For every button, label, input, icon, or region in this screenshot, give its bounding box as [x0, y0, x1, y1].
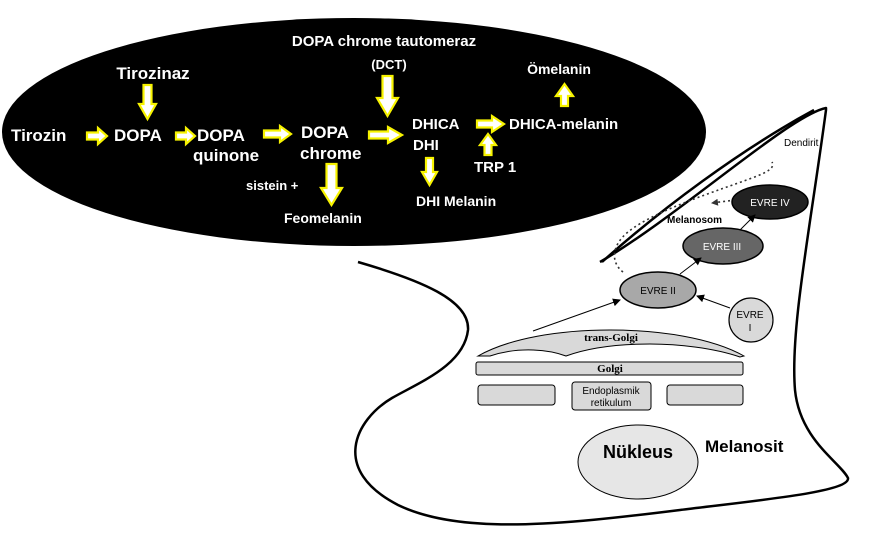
arrow-chrome-to-dhica — [367, 125, 405, 145]
dopa-chrome-label-line2: chrome — [300, 144, 361, 163]
arrow-tirozin-to-dopa — [85, 125, 109, 147]
er-left-box — [477, 384, 556, 406]
melanosome-transfer-arrow — [711, 198, 736, 206]
melanosome-dotted-path — [613, 161, 774, 273]
arrow-to-omelanin-up — [553, 82, 576, 108]
evre-ii-ellipse — [619, 271, 697, 309]
arrow-quinone-to-chrome — [262, 123, 293, 145]
er-label-line1: Endoplasmik — [582, 386, 640, 397]
arrow-dct-down — [375, 74, 400, 119]
evre-i-label-line1: EVRE — [736, 310, 764, 321]
dopa-quinone-label-line1: DOPA — [197, 126, 245, 145]
cell-membrane — [354, 106, 850, 526]
arrow-trp1-up — [477, 132, 499, 157]
evre-ii-label: EVRE II — [640, 286, 676, 297]
er-right-box — [666, 384, 744, 406]
evre-i-label-line2: I — [749, 323, 752, 334]
dopa-quinone-label-line2: quinone — [193, 146, 259, 165]
er-center-box — [571, 381, 652, 411]
dhica-melanin-label: DHICA-melanin — [509, 116, 618, 133]
arrow-dhica-to-melanin — [475, 113, 506, 135]
evre-iii-ellipse — [682, 227, 764, 265]
evre-iv-ellipse — [731, 184, 809, 220]
dhi-melanin-label: DHI Melanin — [416, 193, 496, 209]
arrow-evre-i-to-ii — [696, 294, 731, 309]
arrow-evre-iii-to-iv — [739, 214, 756, 231]
melanosom-label: Melanosom — [667, 215, 722, 226]
trans-golgi-shape — [476, 329, 746, 358]
dct-label-line1: DOPA chrome tautomeraz — [292, 33, 476, 50]
trp1-label: TRP 1 — [474, 159, 516, 176]
feomelanin-label: Feomelanin — [284, 210, 362, 226]
er-label-line2: retikulum — [591, 398, 632, 409]
evre-i-ellipse — [728, 297, 774, 343]
dhi-label: DHI — [413, 137, 439, 154]
dopa-chrome-label-line1: DOPA — [301, 123, 349, 142]
omelanin-label: Ömelanin — [527, 61, 591, 77]
nucleus-ellipse — [577, 424, 699, 500]
arrow-dhi-to-dhi-melanin — [420, 156, 439, 188]
dct-label-line2: (DCT) — [371, 57, 406, 72]
sistein-label: sistein + — [246, 178, 299, 193]
arrow-chrome-to-feomelanin — [319, 162, 344, 208]
arrow-dopa-to-quinone — [174, 125, 197, 147]
melanin-pathway: DOPA chrome tautomeraz (DCT) Tirozinaz Ö… — [2, 18, 706, 246]
arrow-tirozinaz-down — [137, 83, 158, 122]
tirozin-label: Tirozin — [11, 126, 66, 145]
melanocyte-cell: Dendirit Melanosom EVRE IV EVRE III EVRE… — [354, 106, 850, 526]
dendrit-label: Dendirit — [784, 138, 819, 149]
golgi-bar — [475, 361, 744, 376]
pathway-oval — [2, 18, 706, 246]
trans-golgi-label: trans-Golgi — [584, 332, 638, 344]
golgi-label: Golgi — [597, 363, 623, 375]
dopa-label: DOPA — [114, 126, 162, 145]
arrow-golgi-to-evre-ii — [532, 298, 621, 332]
dhica-label: DHICA — [412, 116, 460, 133]
arrow-evre-ii-to-iii — [679, 257, 702, 275]
evre-iv-label: EVRE IV — [750, 198, 790, 209]
evre-iii-label: EVRE III — [703, 242, 741, 253]
dendrite-edge — [601, 108, 815, 263]
nucleus-label: Nükleus — [603, 442, 673, 462]
melanosit-label: Melanosit — [705, 437, 784, 456]
tirozinaz-label: Tirozinaz — [116, 64, 189, 83]
